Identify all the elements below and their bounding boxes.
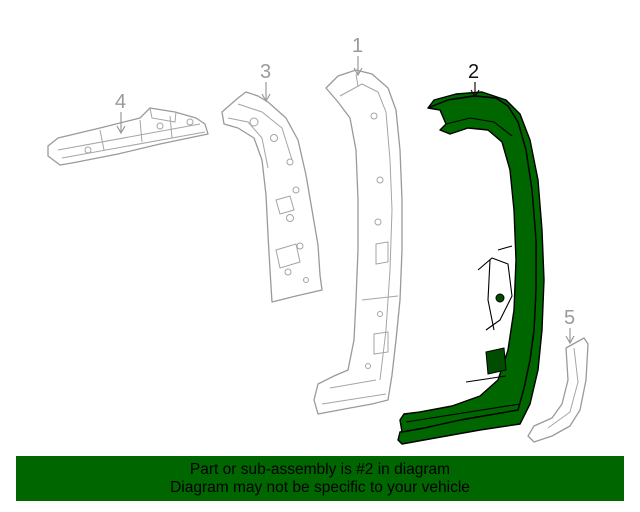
leader-4-arrow [116,125,126,135]
part-4-crossmember[interactable] [47,107,209,166]
diagram-note-banner: Part or sub-assembly is #2 in diagram Di… [16,456,624,501]
part-2-highlighted-pillar[interactable] [397,91,545,445]
callout-4: 4 [115,91,126,113]
parts-diagram: 4 3 1 [47,35,589,445]
leader-5-arrow [565,335,575,345]
callout-1: 1 [352,35,363,57]
part-3-pillar-reinforcement[interactable] [221,91,323,303]
callout-3: 3 [260,61,271,83]
banner-line-2: Diagram may not be specific to your vehi… [170,479,470,496]
part-5-trim-strip[interactable] [527,337,589,443]
callout-5: 5 [564,307,575,329]
part-1-outer-pillar[interactable] [313,69,403,415]
leader-1-arrow [353,67,363,77]
leader-3-arrow [261,93,271,103]
banner-line-1: Part or sub-assembly is #2 in diagram [189,461,451,478]
callout-2: 2 [468,61,479,83]
leader-2-arrow [470,89,480,99]
